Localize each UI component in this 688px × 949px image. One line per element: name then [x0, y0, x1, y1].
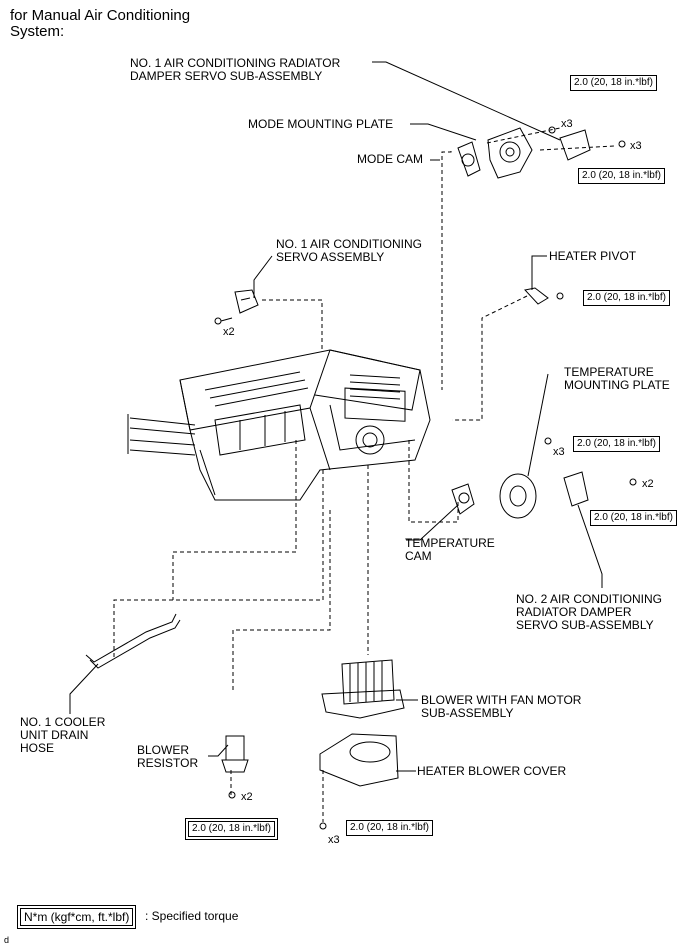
qty-x2-blower-resistor: x2	[241, 791, 253, 803]
assembly-dashed-lines	[113, 127, 616, 822]
mode-plate-shape	[487, 127, 533, 179]
label-temperature-cam: TEMPERATURE CAM	[405, 536, 495, 563]
label-blower-cover: HEATER BLOWER COVER	[417, 764, 567, 778]
legend-description: : Specified torque	[145, 909, 239, 923]
legend-key-box: N*m (kgf*cm, ft.*lbf)	[20, 908, 134, 926]
servo-1-shape	[214, 289, 259, 325]
torque-box-damper-servo-1-top: 2.0 (20, 18 in.*lbf)	[570, 75, 657, 91]
leader-lines	[69, 61, 603, 772]
qty-x3-damper-top: x3	[561, 118, 573, 130]
hvac-unit-shape	[179, 349, 431, 501]
page-title: for Manual Air Conditioning System:	[10, 7, 191, 40]
label-temperature-mounting-plate: TEMPERATURE MOUNTING PLATE	[564, 365, 670, 392]
drain-hose-shape	[85, 613, 181, 669]
qty-x3-blower-cover: x3	[328, 834, 340, 846]
temperature-plate-shape	[499, 473, 537, 519]
qty-x2-damper-servo-2: x2	[642, 478, 654, 490]
temperature-cam-shape	[451, 483, 475, 515]
damper-servo-2-shape	[544, 437, 637, 507]
label-blower-resistor: BLOWER RESISTOR	[137, 743, 199, 770]
torque-box-heater-pivot: 2.0 (20, 18 in.*lbf)	[583, 290, 670, 306]
torque-box-blower-cover: 2.0 (20, 18 in.*lbf)	[346, 820, 433, 836]
footer-mark: d	[4, 935, 10, 945]
label-mode-cam: MODE CAM	[357, 152, 423, 166]
label-heater-pivot: HEATER PIVOT	[549, 249, 637, 263]
blower-resistor-shape	[221, 735, 327, 830]
torque-box-blower-resistor: 2.0 (20, 18 in.*lbf)	[188, 821, 275, 837]
label-servo-1: NO. 1 AIR CONDITIONING SERVO ASSEMBLY	[276, 237, 423, 264]
blower-motor-shape	[321, 659, 405, 719]
torque-box-damper-servo-2: 2.0 (20, 18 in.*lbf)	[590, 510, 677, 526]
qty-x3-damper-side: x3	[630, 140, 642, 152]
qty-x2-servo-1: x2	[223, 326, 235, 338]
label-damper-servo-2: NO. 2 AIR CONDITIONING RADIATOR DAMPER S…	[516, 592, 663, 632]
label-drain-hose: NO. 1 COOLER UNIT DRAIN HOSE	[20, 715, 106, 755]
blower-cover-shape	[319, 733, 399, 787]
damper-servo-1-shape	[548, 126, 626, 161]
label-damper-servo-1: NO. 1 AIR CONDITIONING RADIATOR DAMPER S…	[130, 56, 341, 83]
label-mode-mounting-plate: MODE MOUNTING PLATE	[248, 117, 394, 131]
mode-cam-shape	[457, 141, 481, 177]
heater-pivot-shape	[524, 287, 564, 305]
qty-x3-temperature-plate: x3	[553, 446, 565, 458]
label-blower-motor: BLOWER WITH FAN MOTOR SUB-ASSEMBLY	[421, 693, 582, 720]
torque-box-damper-servo-1-side: 2.0 (20, 18 in.*lbf)	[578, 168, 665, 184]
heater-pipes	[127, 414, 196, 456]
torque-box-temperature-plate: 2.0 (20, 18 in.*lbf)	[573, 436, 660, 452]
